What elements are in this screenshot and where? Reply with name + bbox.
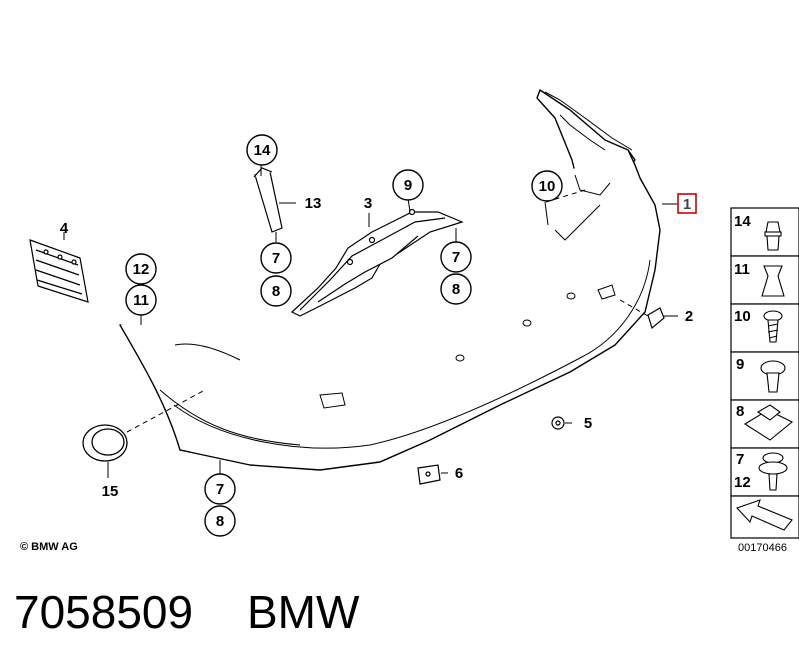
part-4-guide xyxy=(29,239,89,303)
legend-label-8: 8 xyxy=(736,403,744,420)
callout-9: 9 xyxy=(404,177,412,194)
highlight-box xyxy=(677,193,697,214)
legend-label-12: 12 xyxy=(734,474,751,491)
callout-6: 6 xyxy=(455,465,463,482)
callout-3: 3 xyxy=(364,195,372,212)
part-number: 7058509 xyxy=(14,586,194,638)
callout-15: 15 xyxy=(102,483,119,500)
callout-11: 11 xyxy=(133,292,149,309)
legend-label-7: 7 xyxy=(736,451,744,468)
callout-12: 12 xyxy=(133,261,150,278)
brand-name: BMW xyxy=(247,586,360,638)
callout-2: 2 xyxy=(685,308,693,325)
legend-labels: 14 11 10 9 8 7 12 xyxy=(734,213,751,491)
legend-label-9: 9 xyxy=(736,356,744,373)
callout-14: 14 xyxy=(254,142,271,159)
legend-label-11: 11 xyxy=(734,261,750,278)
legend-label-14: 14 xyxy=(734,213,751,230)
callout-8-upper-right: 8 xyxy=(452,281,460,298)
diagram-id: 00170466 xyxy=(738,542,787,554)
callout-7-upper-left: 7 xyxy=(272,250,280,267)
callout-13: 13 xyxy=(305,195,322,212)
callout-5: 5 xyxy=(584,415,592,432)
part-3-bracket xyxy=(290,208,464,317)
callout-8-upper-left: 8 xyxy=(272,283,280,300)
legend-fasteners xyxy=(736,221,794,531)
callout-1: 1 xyxy=(683,196,691,213)
part-6-clip xyxy=(417,464,441,485)
callout-4: 4 xyxy=(60,220,69,237)
part-5-clip xyxy=(551,416,565,430)
callout-10: 10 xyxy=(539,178,556,195)
dashed-leaders xyxy=(126,189,649,433)
part-13-strip xyxy=(253,167,283,233)
part-15-cap xyxy=(82,424,128,462)
parking-sensor-holes xyxy=(455,292,576,362)
callout-circles xyxy=(125,134,563,537)
bumper-details xyxy=(159,91,651,449)
copyright-text: © BMW AG xyxy=(20,541,78,553)
callout-7-upper-right: 7 xyxy=(452,249,460,266)
callout-7-lower: 7 xyxy=(216,481,224,498)
bumper-cover xyxy=(119,89,661,471)
callout-8-lower: 8 xyxy=(216,513,224,530)
legend-label-10: 10 xyxy=(734,308,751,325)
part-2-cap xyxy=(647,307,665,330)
callout-labels: 1 2 3 4 5 6 14 13 9 10 7 8 7 8 12 11 7 8… xyxy=(60,142,693,530)
